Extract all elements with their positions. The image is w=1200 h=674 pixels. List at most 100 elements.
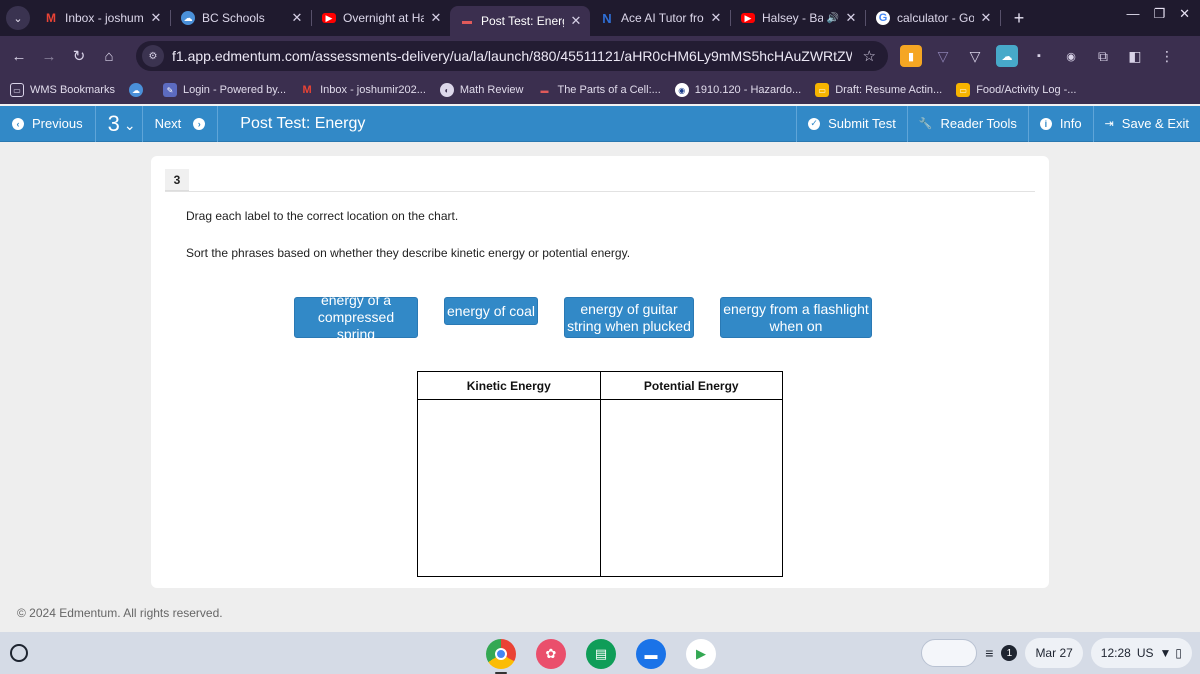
restore-icon[interactable]: ❐ bbox=[1153, 6, 1166, 21]
drag-label-guitar-string[interactable]: energy of guitar string when plucked bbox=[564, 297, 694, 338]
play-store-icon[interactable]: ▶ bbox=[686, 639, 716, 669]
save-exit-button[interactable]: ⇥ Save & Exit bbox=[1092, 105, 1200, 142]
address-bar[interactable]: ⚙ f1.app.edmentum.com/assessments-delive… bbox=[136, 41, 888, 71]
ace-icon: N bbox=[602, 10, 612, 26]
tab-halsey-youtube[interactable]: ▶ Halsey - Bad 🔊 ✕ bbox=[731, 4, 865, 32]
chevron-right-circle-icon: › bbox=[193, 117, 206, 130]
running-indicator bbox=[495, 672, 507, 674]
google-icon: G bbox=[876, 11, 890, 25]
new-tab-plus-icon[interactable]: + bbox=[1013, 7, 1025, 28]
bookmark-math-review[interactable]: ◐ Math Review bbox=[439, 83, 523, 97]
check-circle-icon: ✓ bbox=[808, 117, 821, 130]
files-icon[interactable]: ▬ bbox=[636, 639, 666, 669]
save-exit-label: Save & Exit bbox=[1121, 116, 1189, 131]
tab-title: BC Schools bbox=[202, 11, 265, 25]
shield-icon[interactable]: ▽ bbox=[937, 47, 949, 64]
bookmark-label: Login - Powered by... bbox=[182, 84, 287, 96]
canvas-icon[interactable]: ✿ bbox=[536, 639, 566, 669]
side-panel-icon[interactable]: ◧ bbox=[1128, 47, 1142, 64]
classroom-icon[interactable]: ▤ bbox=[586, 639, 616, 669]
folder-icon: ▭ bbox=[10, 83, 24, 97]
extension-cards-icon[interactable]: ▪ bbox=[1037, 50, 1041, 62]
tab-title: Halsey - Bad bbox=[762, 11, 823, 25]
drop-zone-potential[interactable] bbox=[601, 400, 783, 576]
tab-title: Inbox - joshumir2 bbox=[65, 11, 144, 25]
speaker-icon[interactable]: 🔊 bbox=[826, 12, 839, 24]
bookmark-wms[interactable]: ▭ WMS Bookmarks bbox=[10, 83, 115, 97]
close-window-icon[interactable]: ✕ bbox=[1179, 6, 1190, 21]
quick-settings-pill[interactable]: 12:28 US ▼ ▯ bbox=[1090, 638, 1192, 668]
site-settings-icon[interactable]: ⚙ bbox=[142, 45, 164, 67]
tab-title: calculator - Goog bbox=[897, 11, 974, 25]
close-icon[interactable]: ✕ bbox=[845, 10, 857, 25]
back-arrow-icon[interactable]: ← bbox=[11, 47, 27, 65]
submit-test-button[interactable]: ✓ Submit Test bbox=[796, 105, 907, 142]
bookmark-resume-draft[interactable]: ▭ Draft: Resume Actin... bbox=[815, 83, 942, 97]
close-icon[interactable]: ✕ bbox=[430, 10, 442, 25]
tab-google-calculator[interactable]: G calculator - Goog ✕ bbox=[866, 4, 1000, 32]
question-number: 3 bbox=[107, 110, 120, 136]
launcher-icon[interactable] bbox=[10, 644, 28, 662]
divider bbox=[165, 191, 1035, 192]
bookmark-label: WMS Bookmarks bbox=[30, 84, 115, 96]
close-icon[interactable]: ✕ bbox=[570, 13, 582, 28]
note-icon: ▭ bbox=[956, 83, 971, 97]
instruction-text: Drag each label to the correct location … bbox=[186, 209, 459, 223]
shield-outline-icon[interactable]: ▽ bbox=[969, 47, 981, 64]
home-icon[interactable]: ⌂ bbox=[104, 47, 114, 65]
close-icon[interactable]: ✕ bbox=[710, 10, 722, 25]
tab-title: Post Test: Energy bbox=[481, 14, 564, 28]
puzzle-icon[interactable]: ⧉ bbox=[1098, 47, 1108, 64]
drag-label-coal[interactable]: energy of coal bbox=[444, 297, 538, 325]
bookmark-login[interactable]: ✎ Login - Powered by... bbox=[162, 83, 287, 97]
close-icon[interactable]: ✕ bbox=[150, 10, 162, 25]
close-icon[interactable]: ✕ bbox=[291, 10, 303, 25]
close-icon[interactable]: ✕ bbox=[980, 10, 992, 25]
tab-overnight-youtube[interactable]: ▶ Overnight at Hau ✕ bbox=[312, 4, 450, 32]
media-controls-icon[interactable]: ≡ bbox=[985, 645, 994, 661]
battery-icon: ▯ bbox=[1175, 646, 1182, 660]
info-label: Info bbox=[1059, 116, 1082, 131]
youtube-icon: ▶ bbox=[741, 13, 755, 23]
tab-title: Overnight at Hau bbox=[343, 11, 424, 25]
tab-bc-schools[interactable]: ☁ BC Schools ✕ bbox=[171, 4, 311, 32]
date-pill[interactable]: Mar 27 bbox=[1025, 638, 1083, 668]
tab-search-chevron-icon[interactable]: ⌄ bbox=[6, 6, 30, 30]
reload-icon[interactable]: ↻ bbox=[72, 48, 86, 65]
tab-ace-ai-tutor[interactable]: N Ace AI Tutor from ✕ bbox=[590, 4, 730, 32]
previous-button[interactable]: ‹ Previous bbox=[0, 106, 95, 142]
url-text[interactable]: f1.app.edmentum.com/assessments-delivery… bbox=[172, 48, 852, 64]
question-card: 3 Drag each label to the correct locatio… bbox=[151, 156, 1049, 588]
bookmark-food-log[interactable]: ▭ Food/Activity Log -... bbox=[956, 83, 1076, 97]
window-thumbnail[interactable] bbox=[921, 639, 978, 667]
extension-cloud-icon[interactable]: ☁ bbox=[996, 45, 1018, 67]
reader-tools-button[interactable]: 🔧 Reader Tools bbox=[906, 105, 1028, 142]
chrome-icon[interactable] bbox=[486, 639, 516, 674]
info-button[interactable]: i Info bbox=[1027, 105, 1093, 142]
minimize-icon[interactable]: — bbox=[1126, 6, 1140, 21]
extension-globe-icon[interactable]: ◉ bbox=[1066, 50, 1076, 63]
kebab-menu-icon[interactable]: ⋮ bbox=[1160, 47, 1174, 64]
drop-zone-kinetic[interactable] bbox=[418, 400, 600, 576]
tab-post-test-energy[interactable]: ▬ Post Test: Energy ✕ bbox=[450, 6, 590, 36]
drag-label-flashlight[interactable]: energy from a flashlight when on bbox=[720, 297, 872, 338]
bookmark-star-icon[interactable]: ☆ bbox=[862, 48, 876, 65]
tab-gmail-inbox[interactable]: M Inbox - joshumir2 ✕ bbox=[34, 4, 170, 32]
drag-label-compressed-spring[interactable]: energy of a compressed spring bbox=[294, 292, 418, 342]
question-selector[interactable]: 3 ⌄ bbox=[96, 106, 142, 142]
extension-orange-icon[interactable]: ▮ bbox=[900, 45, 922, 67]
bookmark-cloud[interactable]: ☁ bbox=[128, 83, 149, 97]
bookmark-osha[interactable]: ◉ 1910.120 - Hazardo... bbox=[674, 83, 801, 97]
forward-arrow-icon[interactable]: → bbox=[41, 47, 57, 65]
notification-badge[interactable]: 1 bbox=[1001, 645, 1018, 661]
next-button[interactable]: Next › bbox=[143, 106, 218, 142]
wifi-icon: ▼ bbox=[1159, 646, 1172, 660]
edmentum-icon: ▬ bbox=[540, 85, 549, 95]
bookmark-gmail[interactable]: M Inbox - joshumir202... bbox=[300, 83, 426, 97]
os-shelf: ✿ ▤ ▬ ▶ ≡ 1 Mar 27 12:28 US ▼ ▯ bbox=[0, 632, 1200, 674]
question-number-tab: 3 bbox=[165, 169, 189, 191]
login-icon: ✎ bbox=[162, 83, 177, 97]
bookmark-parts-of-cell[interactable]: ▬ The Parts of a Cell:... bbox=[537, 83, 660, 97]
window-controls: — ❐ ✕ bbox=[1126, 6, 1190, 22]
note-icon: ▭ bbox=[815, 83, 830, 97]
